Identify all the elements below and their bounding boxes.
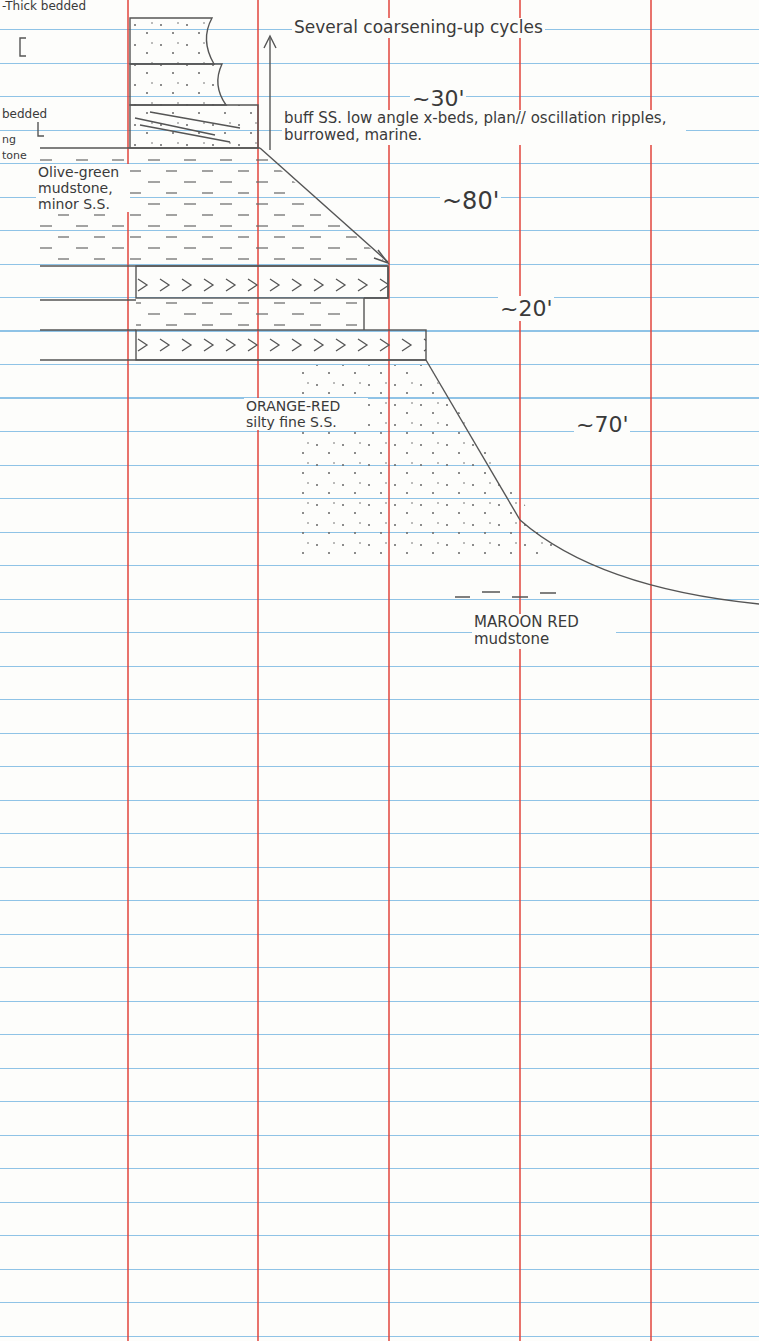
unit-description: MAROON RED mudstone (472, 614, 616, 649)
bed-note: bedded (0, 108, 49, 122)
bed-note: tone (0, 150, 29, 163)
thickness-label: ~30' (410, 86, 466, 111)
bed-note: -Thick bedded (0, 0, 88, 14)
thickness-label: ~80' (440, 188, 501, 216)
unit-description: buff SS. low angle x-beds, plan// oscill… (282, 110, 686, 145)
unit-description: ORANGE-RED silty fine S.S. (244, 398, 368, 430)
thickness-label: ~20' (498, 296, 554, 321)
bed-note: ng (0, 134, 18, 147)
unit-description: Olive-green mudstone, minor S.S. (36, 164, 130, 212)
thickness-label: ~70' (574, 412, 630, 437)
cycle-note: Several coarsening-up cycles (292, 18, 545, 38)
